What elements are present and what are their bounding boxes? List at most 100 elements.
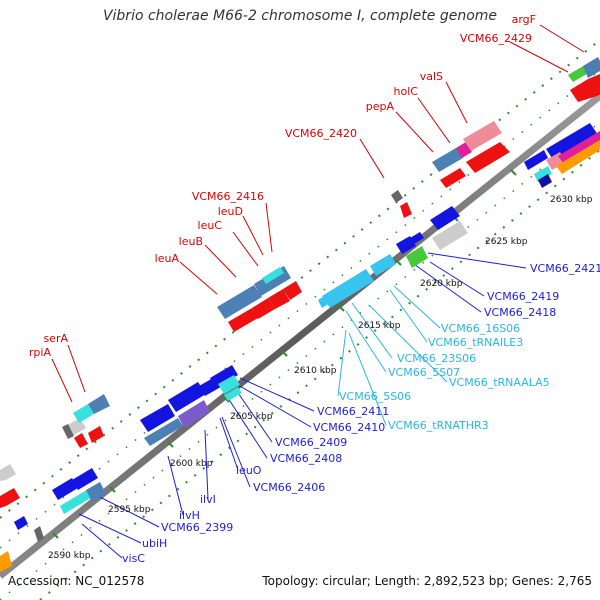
top-label-7: leuD <box>218 205 243 218</box>
rna-label-5: VCM66_5S06 <box>339 390 411 403</box>
gene-block <box>178 400 210 428</box>
gene-block <box>0 464 16 481</box>
outer-guide-line <box>0 39 600 519</box>
gene-block <box>538 174 552 188</box>
bottom-label-12: ubiH <box>142 537 167 550</box>
bottom-gene-labels: VCM66_2421VCM66_2419VCM66_2418VCM66_2411… <box>122 262 600 565</box>
top-label-9: leuB <box>179 235 203 248</box>
gene-arrow <box>252 298 275 319</box>
gene-block <box>88 394 110 414</box>
bottom-label-8: leuO <box>236 464 262 477</box>
rna-label-4: VCM66_tRNAALA5 <box>449 376 550 389</box>
bottom-label-13: visC <box>122 552 145 565</box>
rna-block <box>322 269 374 308</box>
gene-arrow <box>400 202 412 218</box>
top-label-6: VCM66_2416 <box>192 190 264 203</box>
gene-block <box>218 375 240 394</box>
bottom-label-9: ilvI <box>200 493 216 506</box>
gene-block <box>463 121 502 151</box>
scale-label-1: 2595 kbp <box>108 505 151 515</box>
rna-block <box>370 254 396 276</box>
top-label-4: pepA <box>366 100 395 113</box>
top-label-1: VCM66_2429 <box>460 32 532 45</box>
gene-arrow <box>440 168 466 188</box>
top-label-11: serA <box>43 332 68 345</box>
gene-arrow <box>283 281 302 300</box>
forward-genes <box>0 57 600 508</box>
scale-label-0: 2590 kbp <box>48 551 91 561</box>
bottom-label-10: ilvH <box>179 509 200 522</box>
bottom-label-5: VCM66_2409 <box>275 436 347 449</box>
rna-label-1: VCM66_tRNAILE3 <box>428 336 523 349</box>
bottom-label-1: VCM66_2419 <box>487 290 559 303</box>
bottom-label-3: VCM66_2411 <box>317 405 389 418</box>
rna-label-0: VCM66_16S06 <box>441 322 520 335</box>
gene-block <box>62 424 74 439</box>
gene-block <box>432 148 463 172</box>
scale-label-7: 2625 kbp <box>485 237 528 247</box>
inner-guide-line <box>0 121 600 600</box>
rna-block <box>318 295 330 308</box>
top-label-10: leuA <box>155 252 180 265</box>
rna-label-2: VCM66_23S06 <box>397 352 476 365</box>
gene-block <box>262 267 284 284</box>
accession-text: Accession: NC_012578 <box>8 574 145 588</box>
gene-block <box>391 190 403 203</box>
top-label-8: leuC <box>198 219 223 232</box>
rna-leader-lines <box>337 285 448 426</box>
gene-arrow <box>268 289 290 309</box>
scale-label-8: 2630 kbp <box>550 195 593 205</box>
gene-arrow <box>524 150 548 170</box>
genome-summary-text: Topology: circular; Length: 2,892,523 bp… <box>262 574 592 588</box>
gene-arrow <box>228 308 258 332</box>
gene-arrow <box>210 365 238 388</box>
bottom-label-11: VCM66_2399 <box>161 521 233 534</box>
map-title: Vibrio cholerae M66-2 chromosome I, comp… <box>102 8 498 24</box>
bottom-label-2: VCM66_2418 <box>484 306 556 319</box>
gene-arrow <box>410 232 424 244</box>
gene-block <box>406 246 428 268</box>
gene-arrow <box>72 468 98 490</box>
gene-arrow <box>570 74 600 102</box>
bottom-label-7: VCM66_2406 <box>253 481 325 494</box>
gene-arrow <box>74 433 88 448</box>
rna-gene-labels: VCM66_16S06VCM66_tRNAILE3VCM66_23S06VCM6… <box>339 322 550 432</box>
gene-arrow <box>0 488 20 508</box>
gene-block <box>558 131 600 164</box>
bottom-label-6: VCM66_2408 <box>270 452 342 465</box>
gene-block <box>217 285 262 319</box>
scale-label-2: 2600 kbp <box>170 459 213 469</box>
gene-arrow <box>430 206 460 230</box>
top-label-0: argF <box>512 13 536 26</box>
gene-block <box>534 166 552 182</box>
top-gene-labels: argFVCM66_2429valSholCpepAVCM66_2420VCM6… <box>29 13 536 359</box>
reverse-genes <box>0 123 600 572</box>
top-label-2: valS <box>420 70 443 83</box>
gene-block <box>144 418 183 446</box>
gene-block <box>86 482 106 502</box>
top-label-5: VCM66_2420 <box>285 127 357 140</box>
top-leader-lines <box>51 24 585 403</box>
gene-arrow <box>52 478 78 500</box>
gene-block <box>583 57 600 78</box>
gene-arrow <box>168 382 206 412</box>
gene-block <box>432 221 468 250</box>
gene-arrow <box>140 404 175 432</box>
rna-label-6: VCM66_tRNATHR3 <box>388 419 489 432</box>
gene-block <box>0 551 12 572</box>
gene-arrow <box>14 516 28 530</box>
gene-block <box>556 140 600 174</box>
bottom-leader-lines <box>78 252 527 559</box>
outer-guide-line-2 <box>0 69 600 549</box>
scale-label-5: 2615 kbp <box>358 321 401 331</box>
top-label-12: rpiA <box>29 346 52 359</box>
bottom-label-4: VCM66_2410 <box>313 421 385 434</box>
rna-label-3: VCM66_5S07 <box>388 366 460 379</box>
gene-arrow <box>88 426 104 443</box>
gene-block <box>224 387 242 401</box>
scale-label-4: 2610 kbp <box>294 366 337 376</box>
gene-arrow <box>396 236 416 254</box>
gene-block <box>34 526 44 542</box>
scale-label-3: 2605 kbp <box>230 412 273 422</box>
